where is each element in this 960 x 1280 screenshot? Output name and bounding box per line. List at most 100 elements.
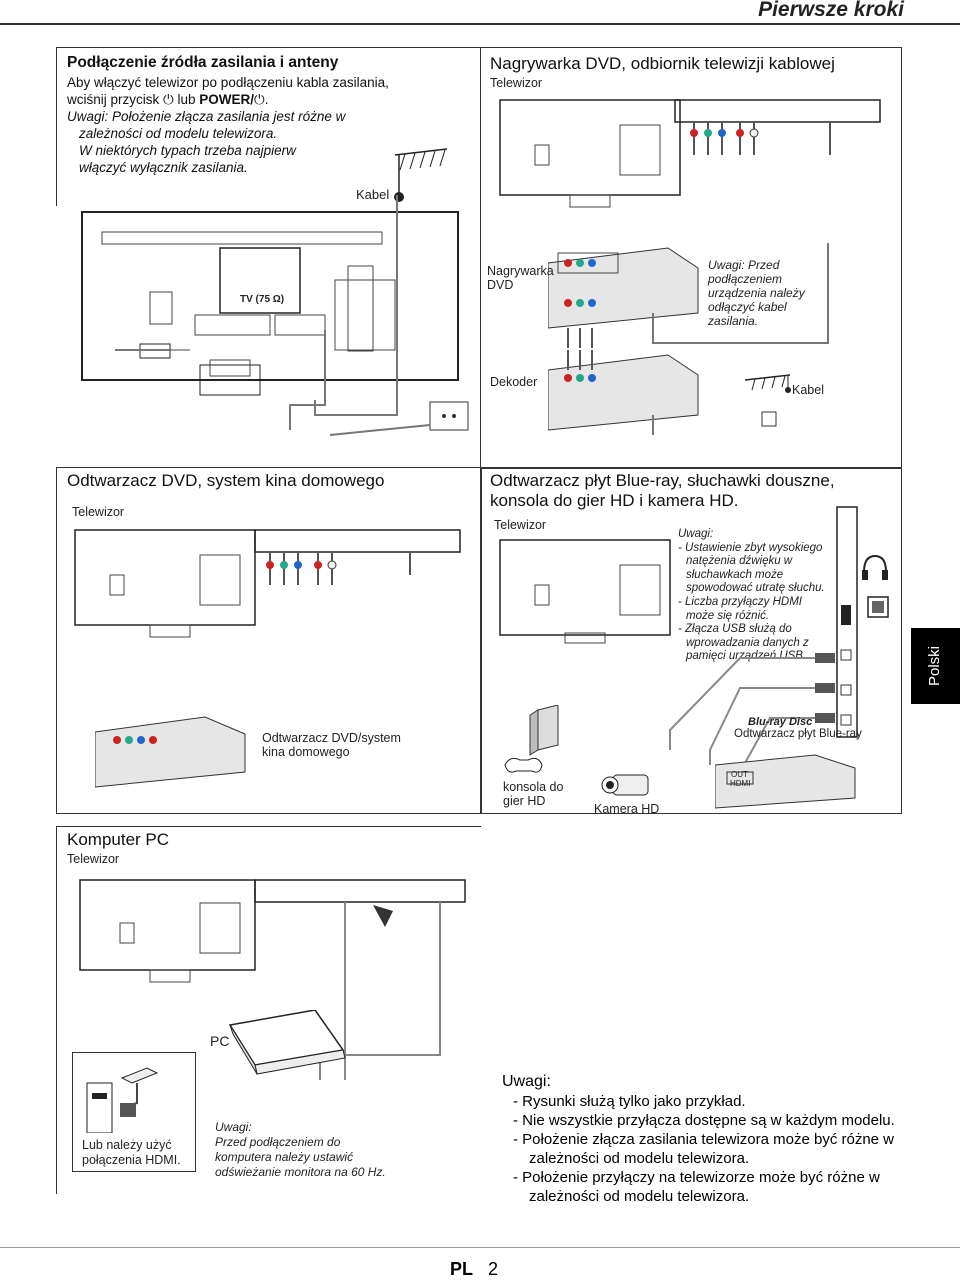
general-notes-title: Uwagi:: [502, 1073, 551, 1090]
bluray-tv-label: Telewizor: [494, 518, 547, 532]
tv-back-large: [81, 211, 459, 430]
tv-antenna-port-label: TV (75 Ω): [240, 294, 285, 305]
game-console-label-1: konsola do: [503, 780, 564, 794]
antenna-icon: [394, 148, 448, 202]
power-icon: ⏻: [163, 92, 174, 107]
dvd-player-device: [95, 716, 246, 788]
pc-tv-label: Telewizor: [67, 852, 120, 866]
dvd-player-label-1: Odtwarzacz DVD/system: [262, 731, 401, 745]
dvd-recorder-frame: [480, 47, 902, 469]
bluray-title-2: konsola do gier HD i kamera HD.: [490, 491, 739, 510]
general-note-1: - Nie wszystkie przyłącza dostępne są w …: [513, 1112, 895, 1129]
header-divider: [0, 23, 960, 25]
bluray-note-0: Uwagi:: [678, 528, 714, 540]
bluray-frame: [480, 467, 902, 814]
hdmi-cables: [669, 653, 835, 791]
pc-note-1: Uwagi:: [215, 1120, 252, 1134]
usb-stick-icon: [867, 596, 889, 618]
general-notes: Uwagi: - Rysunki służą tylko jako przykł…: [502, 1072, 895, 1206]
general-note-5: zależności od modelu telewizora.: [529, 1188, 750, 1205]
tv-back-small-3: [499, 539, 671, 644]
dvd-recorder-label-2: DVD: [487, 278, 514, 292]
bluray-player-label: Odtwarzacz płyt Blue-ray: [734, 728, 862, 740]
tv-back-small-2: [74, 529, 461, 638]
dvd-recorder-note1: Uwagi: Przed: [708, 258, 780, 272]
power-note3: W niektórych typach trzeba najpierw: [79, 143, 296, 158]
decoder-label: Dekoder: [490, 375, 538, 389]
dvd-player-label-2: kina domowego: [262, 745, 350, 759]
bluray-logo: Blu-ray Disc: [748, 716, 813, 728]
power-line2: wciśnij przycisk ⏻ lub POWER/⏻.: [67, 91, 467, 108]
dvd-recorder-tv-label: Telewizor: [490, 76, 543, 90]
general-notes-list: - Rysunki służą tylko jako przykład. - N…: [502, 1092, 895, 1206]
bluray-note-6: może się różnić.: [686, 609, 770, 622]
language-side-tab-label: Polski: [926, 645, 943, 686]
general-note-2: - Położenie złącza zasilania telewizora …: [513, 1131, 895, 1148]
power-cord: [314, 195, 469, 436]
page-header-title: Pierwsze kroki: [758, 0, 904, 21]
dvd-recorder-note2: podłączeniem: [708, 272, 783, 286]
game-console-icon: [504, 705, 559, 773]
power-antenna-frame: [56, 47, 480, 206]
decoder-device: [548, 350, 699, 435]
pc-label: PC: [210, 1033, 230, 1049]
pc-note: Uwagi: Przed podłączeniem do komputera n…: [215, 1120, 386, 1180]
bluray-hdmi-label: HDMI: [730, 779, 751, 788]
dvd-recorder-title: Nagrywarka DVD, odbiornik telewizji kabl…: [490, 54, 835, 73]
game-console-label-2: gier HD: [503, 794, 546, 808]
general-note-4: - Położenie przyłączy na telewizorze moż…: [513, 1169, 880, 1186]
antenna-icon: [744, 374, 791, 427]
bluray-player-device: [715, 754, 856, 809]
power-icon: ⏻: [254, 92, 265, 107]
bluray-title-1: Odtwarzacz płyt Blue-ray, słuchawki dous…: [490, 471, 835, 490]
dvd-recorder-label-1: Nagrywarka: [487, 264, 554, 278]
page-number: PL 2: [450, 1259, 498, 1280]
power-section-title: Podłączenie źródła zasilania i anteny: [67, 54, 339, 71]
bluray-note-8: wprowadzania danych z: [686, 636, 809, 649]
tv-back-small-4: [79, 879, 466, 985]
hdmi-alt-frame: [72, 1052, 196, 1172]
dvd-player-title: Odtwarzacz DVD, system kina domowego: [67, 471, 385, 490]
pc-note-2: Przed podłączeniem do: [215, 1135, 341, 1149]
tv-side-panel: [836, 506, 858, 738]
dvd-recorder-note: Uwagi: Przed podłączeniem urządzenia nal…: [708, 258, 805, 328]
power-line1: Aby włączyć telewizor po podłączeniu kab…: [67, 75, 389, 90]
power-notes: Uwagi: Położenie złącza zasilania jest r…: [67, 108, 345, 176]
general-note-3: zależności od modelu telewizora.: [529, 1150, 750, 1167]
camera-icon: [601, 774, 649, 796]
dvd-recorder-device: [548, 243, 829, 348]
bluray-note-5: - Liczba przyłączy HDMI: [678, 595, 802, 608]
game-console-label: konsola do gier HD: [503, 780, 563, 808]
general-note-0: - Rysunki służą tylko jako przykład.: [513, 1093, 746, 1110]
tv-back-small-1: [499, 99, 881, 208]
hdmi-alt-note-2: połączenia HDMI.: [82, 1153, 181, 1167]
bluray-out-label: OUT: [731, 770, 748, 779]
headphones-icon: [862, 554, 888, 580]
power-note1: Uwagi: Położenie złącza zasilania jest r…: [67, 109, 346, 124]
power-line2-end: .: [264, 92, 269, 107]
bluray-note-2: natężenia dźwięku w: [686, 555, 793, 568]
power-note2: zależności od modelu telewizora.: [79, 126, 278, 141]
power-button-name: POWER/: [199, 92, 255, 107]
pc-note-4: odświeżanie monitora na 60 Hz.: [215, 1165, 386, 1179]
bluray-note-7: - Złącza USB służą do: [678, 623, 792, 636]
dvd-player-tv-label: Telewizor: [72, 505, 125, 519]
pc-cables: [319, 985, 441, 1080]
footer-line: [0, 1247, 960, 1248]
bluray-note-4: spowodować utratę słuchu.: [686, 582, 825, 595]
dvd-player-label: Odtwarzacz DVD/system kina domowego: [262, 731, 401, 759]
footer-lang: PL: [450, 1259, 474, 1279]
dvd-recorder-label: Nagrywarka DVD: [487, 264, 554, 292]
hdmi-alt-note-1: Lub należy użyć: [82, 1138, 172, 1152]
bluray-note-3: słuchawkach może: [686, 568, 784, 581]
hdmi-alt-note: Lub należy użyć połączenia HDMI.: [82, 1138, 181, 1168]
bluray-notes: Uwagi: - Ustawienie zbyt wysokiego natęż…: [678, 528, 825, 664]
bluray-note-1: - Ustawienie zbyt wysokiego: [678, 541, 823, 554]
pc-title: Komputer PC: [67, 830, 170, 849]
power-line2-prefix: wciśnij przycisk: [67, 92, 160, 107]
bluray-title: Odtwarzacz płyt Blue-ray, słuchawki dous…: [490, 471, 835, 511]
dvd-recorder-kabel-label: Kabel: [792, 383, 824, 397]
bluray-note-9: pamięci urządzeń USB.: [686, 650, 807, 663]
power-note4: włączyć wyłącznik zasilania.: [79, 160, 248, 175]
power-line2-mid: lub: [177, 92, 196, 107]
